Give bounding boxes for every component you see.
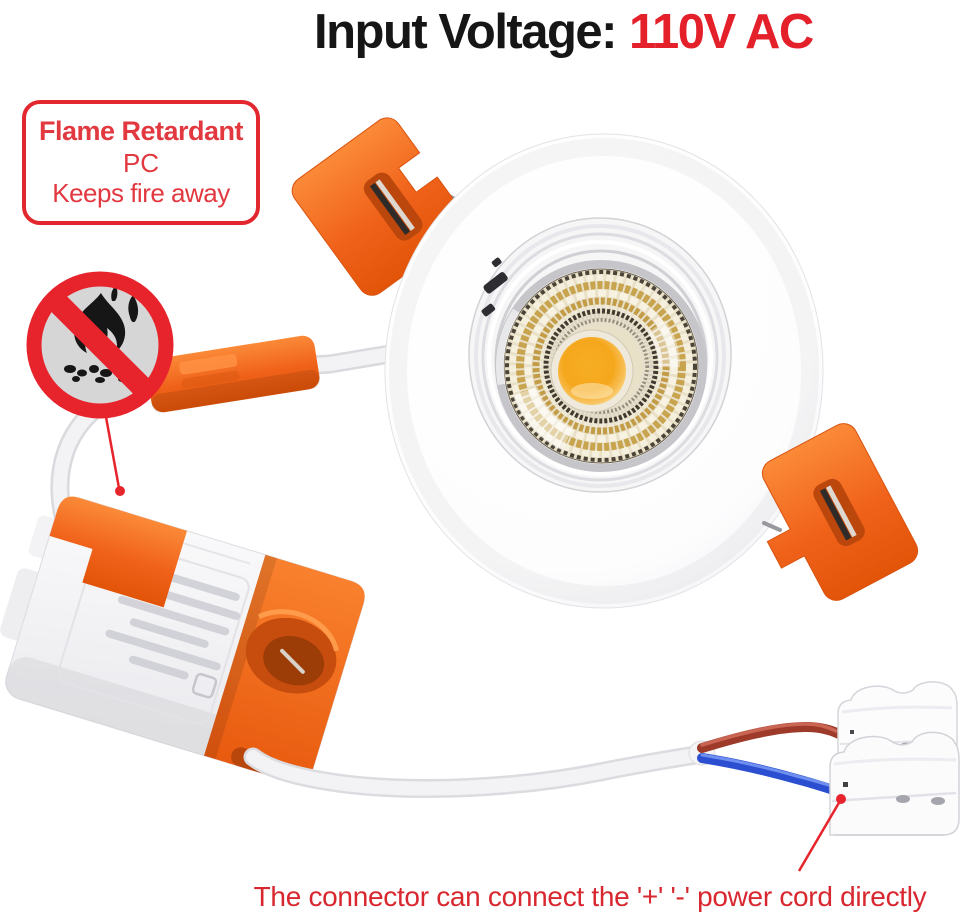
prohibition-slash bbox=[42, 287, 158, 403]
connector-note: The connector can connect the '+' '-' po… bbox=[253, 881, 927, 912]
title-value: 110V AC bbox=[629, 5, 814, 59]
blue-wire bbox=[697, 753, 845, 797]
annotation-line-flame bbox=[104, 416, 125, 496]
annotation-line-connector bbox=[797, 794, 846, 872]
spring-pin bbox=[762, 521, 782, 532]
brown-wire bbox=[697, 721, 848, 753]
led-driver bbox=[0, 496, 365, 784]
flame-retardant-callout: Flame Retardant PC Keeps fire away bbox=[22, 100, 260, 225]
prohibition-ring bbox=[26, 271, 174, 419]
spring-clip-right bbox=[761, 423, 919, 601]
white-cable-driver-to-connector bbox=[243, 744, 712, 798]
driver-orange-corner bbox=[49, 496, 188, 608]
no-fire-icon bbox=[26, 271, 174, 419]
downlight bbox=[384, 133, 824, 609]
flame-box-line1: Flame Retardant bbox=[38, 116, 244, 146]
page-title: Input Voltage: 110V AC bbox=[314, 0, 814, 64]
flame-box-line2: PC bbox=[122, 148, 160, 178]
title-label: Input Voltage: bbox=[314, 5, 618, 59]
inline-wire-connector bbox=[146, 335, 320, 413]
bezel-marking bbox=[481, 257, 508, 317]
push-wire-connector-bottom bbox=[829, 731, 960, 836]
driver-label bbox=[57, 507, 251, 725]
flame-box-line3: Keeps fire away bbox=[52, 178, 230, 208]
